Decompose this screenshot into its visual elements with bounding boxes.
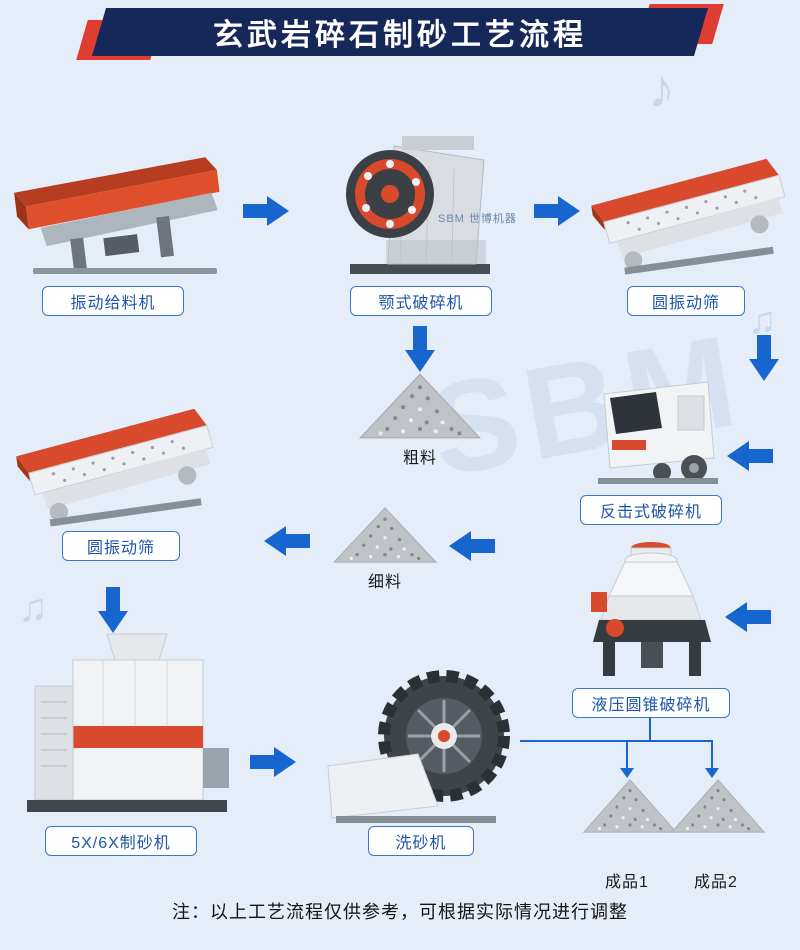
- vibrating-screen-top-illustration: [588, 158, 793, 280]
- title-banner: 玄武岩碎石制砂工艺流程: [76, 4, 724, 60]
- page-title: 玄武岩碎石制砂工艺流程: [213, 19, 587, 52]
- arrowhead-product1: [620, 768, 634, 778]
- jaw-crusher-illustration: [346, 136, 490, 274]
- arrow-impact-to-fine: [449, 531, 495, 561]
- connector-cone-down: [649, 717, 651, 741]
- fine-material-pile: [332, 506, 438, 564]
- arrow-feeder-to-jaw: [243, 196, 289, 226]
- coarse-material-pile: [358, 372, 482, 440]
- brand-logo-cn: 世博机器: [468, 213, 517, 225]
- impact-crusher-illustration: [598, 381, 718, 484]
- feeder-illustration: [14, 157, 220, 274]
- product2-pile: [670, 778, 766, 834]
- label-vibrating-screen-mid: 圆振动筛: [62, 531, 180, 561]
- music-note-icon: ♪: [648, 59, 675, 119]
- label-product2: 成品2: [694, 874, 738, 891]
- arrow-sandmaker-to-washer: [250, 747, 296, 777]
- label-fine-material: 细料: [367, 574, 402, 591]
- connector-product2: [711, 742, 713, 768]
- arrow-into-impact: [727, 441, 773, 471]
- connector-horizontal: [520, 740, 713, 742]
- product1-pile: [582, 778, 678, 834]
- footer-note: 注：以上工艺流程仅供参考，可根据实际情况进行调整: [172, 902, 628, 922]
- connector-product1: [626, 742, 628, 768]
- label-coarse-material: 粗料: [402, 450, 437, 467]
- label-cone-crusher: 液压圆锥破碎机: [572, 688, 730, 718]
- brand-logo-text: SBM: [438, 213, 465, 225]
- arrowhead-product2: [705, 768, 719, 778]
- label-vibrating-screen-top: 圆振动筛: [627, 286, 745, 316]
- label-sand-washer: 洗砂机: [368, 826, 474, 856]
- label-impact-crusher: 反击式破碎机: [580, 495, 722, 525]
- arrow-fine-to-screen: [264, 526, 310, 556]
- label-product1: 成品1: [605, 874, 649, 891]
- arrow-screen-down: [749, 335, 779, 381]
- brand-logo: SBM 世博机器: [438, 210, 517, 226]
- label-feeder: 振动给料机: [42, 286, 184, 316]
- arrow-into-cone: [725, 602, 771, 632]
- label-jaw-crusher: 颚式破碎机: [350, 286, 492, 316]
- label-sand-maker: 5X/6X制砂机: [45, 826, 197, 856]
- music-note-icon: ♫: [18, 586, 48, 630]
- arrow-jaw-to-coarse: [405, 326, 435, 372]
- arrow-screen-to-sandmaker: [98, 587, 128, 633]
- arrow-jaw-to-screen: [534, 196, 580, 226]
- sand-washer-illustration: [327, 670, 510, 823]
- banner-bar: 玄武岩碎石制砂工艺流程: [92, 8, 708, 56]
- sand-maker-illustration: [27, 633, 229, 812]
- cone-crusher-illustration: [591, 542, 711, 676]
- vibrating-screen-mid-illustration: [12, 408, 222, 532]
